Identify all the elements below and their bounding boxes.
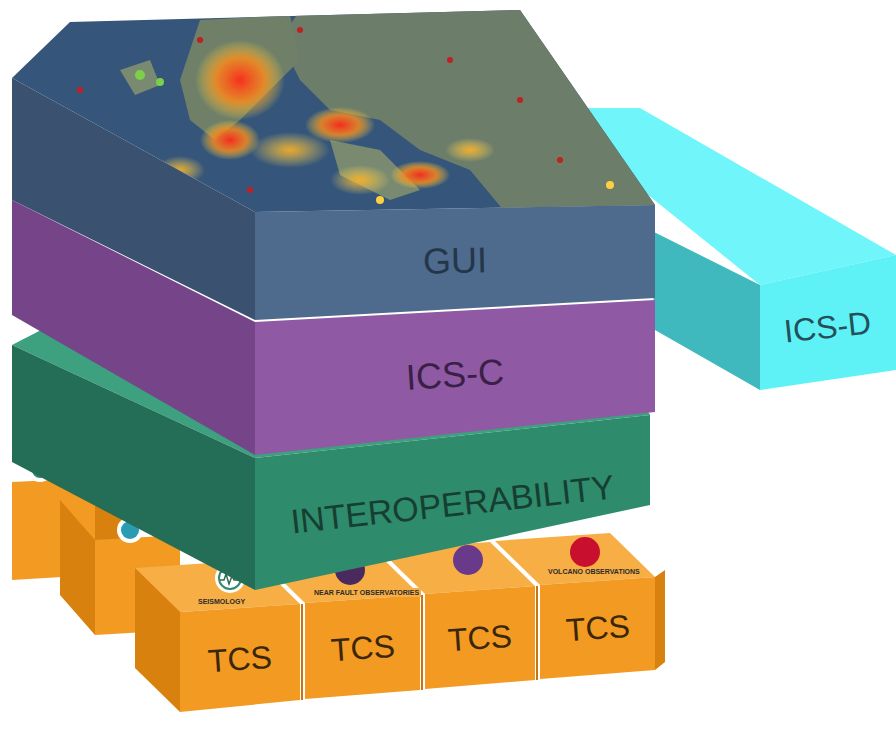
tcs-box: TCS (305, 600, 420, 696)
tcs-box: TCS (425, 590, 535, 686)
layer-label: TCS (447, 617, 513, 658)
layer-label: ICS-D (783, 304, 873, 350)
gui-slab (0, 0, 700, 320)
logo-label: VOLCANO OBSERVATIONS (546, 567, 642, 576)
layer-label: TCS (207, 638, 273, 679)
layer-label: TCS (564, 607, 630, 648)
logo-label: NEAR FAULT OBSERVATORIES (312, 588, 421, 597)
layer-label: TCS (329, 627, 395, 668)
gui-layer: GUI (255, 205, 655, 317)
layer-label: GUI (423, 239, 488, 282)
logo-label: SEISMOLOGY (196, 597, 247, 606)
layer-label: ICS-C (405, 351, 505, 399)
map-illustration (0, 0, 700, 230)
tcs-box: TCS (180, 610, 300, 708)
interoperability-layer: INTEROPERABILITY (255, 420, 650, 588)
layer-label: INTEROPERABILITY (289, 467, 616, 541)
tcs-box: TCS (540, 580, 655, 676)
ics-c-layer: ICS-C (255, 300, 655, 450)
ics-d-layer: ICS-D (760, 268, 896, 386)
